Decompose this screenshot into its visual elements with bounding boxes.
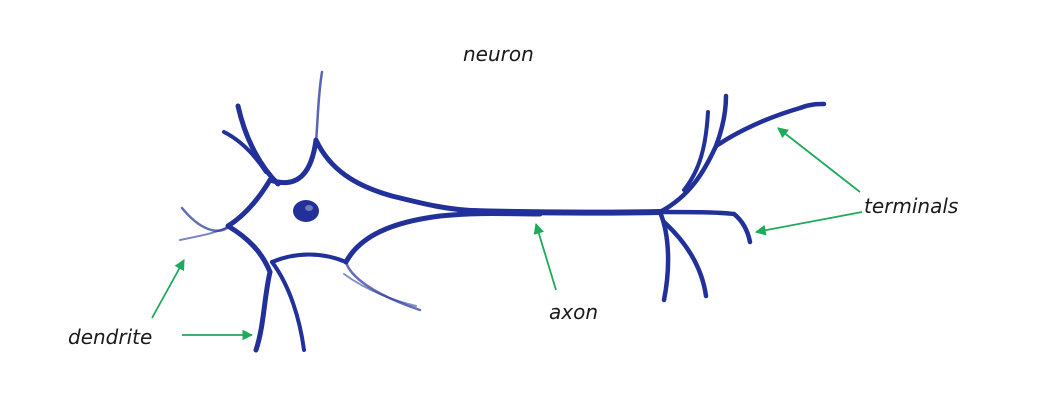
nucleus [293,200,319,222]
label-dendrite: dendrite [68,325,153,349]
dendrite-left-lower [179,225,231,241]
diagram-title: neuron [463,42,534,66]
dendrite-bottom-2 [343,273,417,307]
label-terminals: terminals [864,194,959,218]
neuron-outline [179,70,827,353]
terminal-lower-2 [661,219,709,299]
axon [467,208,663,216]
dendrite-bottom [344,260,422,312]
terminal-right [657,209,753,245]
soma-upper [267,137,483,214]
soma-to-axon-lower [343,211,543,265]
terminal-upper-3 [713,101,827,149]
terminal-upper-1 [657,93,729,215]
dendrite-left [180,206,232,232]
dendrite-top [314,70,324,144]
dendrite-upper-left-branch [222,130,268,174]
arrow-terminals-lower [754,211,863,236]
dendrite-lower-left [253,269,273,353]
dendrite-lower-right [270,260,306,352]
terminal-lower-1 [657,209,671,303]
arrow-terminals-upper [777,127,861,193]
label-axon: axon [549,300,599,324]
annotation-arrows [151,127,863,341]
terminal-upper-2 [682,110,710,192]
soma-left [225,177,273,275]
arrow-axon [533,222,557,291]
arrow-dendrite-upper [151,259,185,319]
soma-lower [270,252,348,264]
